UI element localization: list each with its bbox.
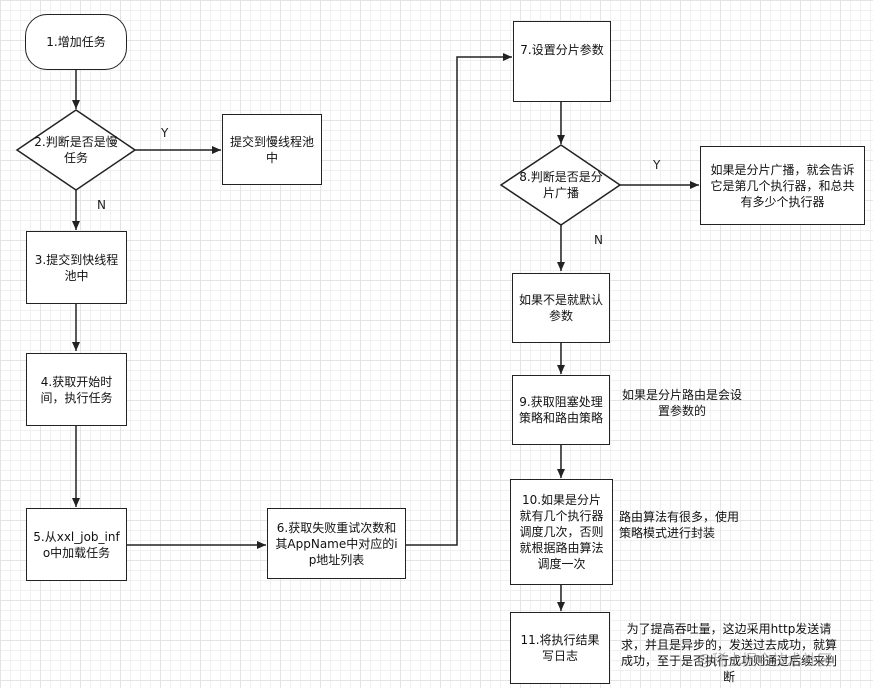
- node-8-broadcast-decision: 8.判断是否是分片广播: [519, 170, 603, 200]
- edge-label-yes-1: Y: [161, 126, 169, 140]
- node-7-set-shard-params: 7.设置分片参数: [513, 21, 611, 102]
- node-default-params: 如果不是就默认参数: [512, 273, 610, 343]
- node-4-get-start-time: 4.获取开始时间，执行任务: [26, 353, 127, 426]
- node-3-submit-fast-pool: 3.提交到快线程池中: [26, 231, 127, 304]
- node-9-block-and-route-strategy: 9.获取阻塞处理策略和路由策略: [512, 375, 610, 445]
- node-2-slow-task-decision: 2.判断是否是慢任务: [34, 135, 118, 165]
- node-5-load-job-info: 5.从xxl_job_info中加载任务: [26, 508, 127, 581]
- node-6-get-retry-and-address: 6.获取失败重试次数和其AppName中对应的ip地址列表: [267, 508, 406, 579]
- watermark: @稀土掘金技术社区: [697, 651, 833, 669]
- node-broadcast-info: 如果是分片广播，就会告诉它是第几个执行器，和总共有多少个执行器: [700, 146, 865, 225]
- note-route-algorithms: 路由算法有很多，使用策略模式进行封装: [619, 510, 740, 540]
- node-submit-slow-pool: 提交到慢线程池中: [222, 114, 322, 185]
- edge-label-no-2: N: [594, 233, 603, 247]
- edge-6-7: [406, 53, 512, 546]
- node-11-write-log: 11.将执行结果写日志: [510, 612, 610, 684]
- edge-label-no-1: N: [97, 198, 106, 212]
- note-shard-route: 如果是分片路由是会设置参数的: [621, 388, 742, 418]
- node-1-add-task: 1.增加任务: [25, 14, 127, 70]
- note-http-async: 为了提高吞吐量，这边采用http发送请求，并且是异步的，发送过去成功，就算成功，…: [620, 622, 837, 684]
- edge-label-yes-2: Y: [653, 158, 661, 172]
- node-10-dispatch: 10.如果是分片就有几个执行器调度几次，否则就根据路由算法调度一次: [510, 479, 613, 585]
